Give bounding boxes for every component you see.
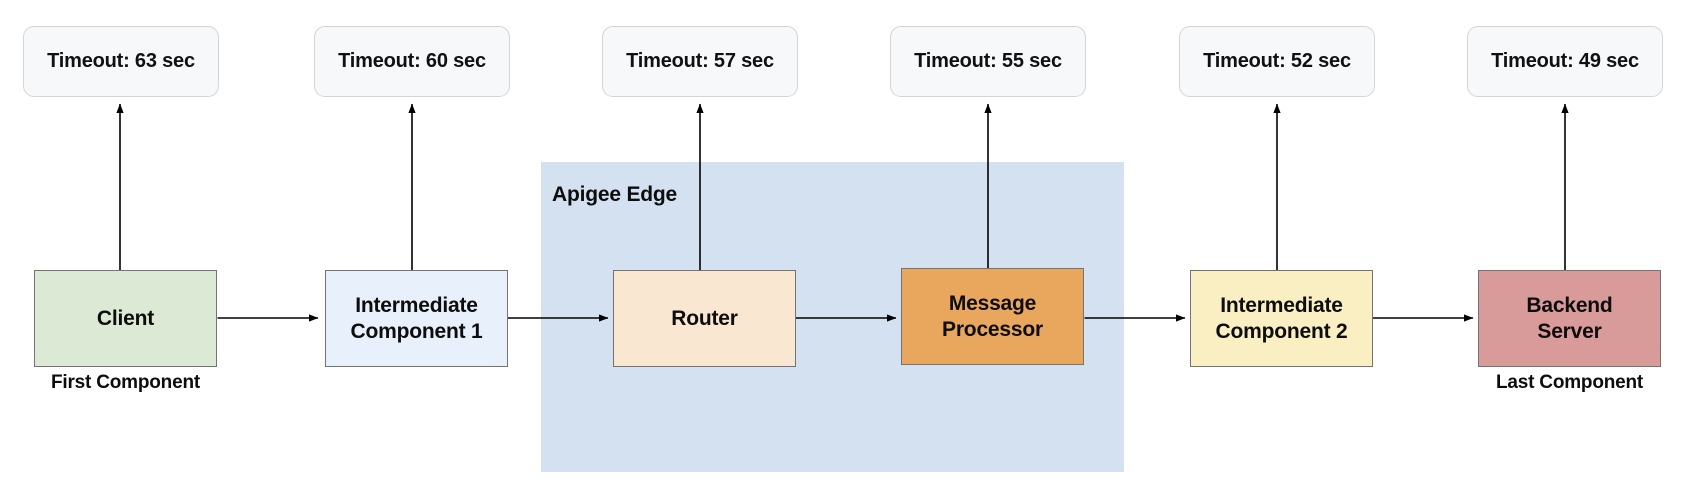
timeout-badge-message-processor: Timeout: 55 sec (890, 26, 1086, 97)
timeout-badge-backend-label: Timeout: 49 sec (1491, 50, 1639, 72)
timeout-badge-router-label: Timeout: 57 sec (626, 50, 774, 72)
node-backend-server-label: Backend Server (1520, 293, 1618, 344)
node-client[interactable]: Client (34, 270, 217, 367)
timeout-badge-intermediate1: Timeout: 60 sec (314, 26, 510, 97)
node-backend-server-line2: Server (1537, 319, 1602, 343)
node-intermediate-component-2-line1: Intermediate (1220, 293, 1343, 317)
timeout-badge-client-label: Timeout: 63 sec (47, 50, 195, 72)
node-router-label: Router (665, 306, 743, 332)
node-intermediate-component-1[interactable]: Intermediate Component 1 (325, 270, 508, 367)
caption-last-component: Last Component (1495, 372, 1644, 393)
node-message-processor-line2: Processor (942, 317, 1043, 341)
timeout-badge-message-processor-label: Timeout: 55 sec (914, 50, 1062, 72)
node-intermediate-component-1-line2: Component 1 (350, 319, 483, 343)
apigee-edge-label: Apigee Edge (552, 183, 677, 206)
timeout-badge-intermediate2-label: Timeout: 52 sec (1203, 50, 1351, 72)
timeout-badge-intermediate1-label: Timeout: 60 sec (338, 50, 486, 72)
node-intermediate-component-2-label: Intermediate Component 2 (1210, 293, 1354, 344)
node-intermediate-component-1-label: Intermediate Component 1 (345, 293, 489, 344)
node-message-processor-label: Message Processor (936, 291, 1049, 342)
node-backend-server-line1: Backend (1526, 293, 1613, 317)
timeout-badge-intermediate2: Timeout: 52 sec (1179, 26, 1375, 97)
node-router-line1: Router (671, 306, 738, 330)
node-router[interactable]: Router (613, 270, 796, 367)
node-client-line1: Client (96, 306, 155, 330)
timeout-badge-backend: Timeout: 49 sec (1467, 26, 1663, 97)
node-client-label: Client (91, 306, 160, 332)
node-message-processor-line1: Message (948, 291, 1037, 315)
node-intermediate-component-2[interactable]: Intermediate Component 2 (1190, 270, 1373, 367)
caption-first-component: First Component (51, 372, 200, 393)
timeout-badge-router: Timeout: 57 sec (602, 26, 798, 97)
node-message-processor[interactable]: Message Processor (901, 268, 1084, 365)
node-backend-server[interactable]: Backend Server (1478, 270, 1661, 367)
node-intermediate-component-2-line2: Component 2 (1215, 319, 1348, 343)
timeout-badge-client: Timeout: 63 sec (23, 26, 219, 97)
node-intermediate-component-1-line1: Intermediate (355, 293, 478, 317)
